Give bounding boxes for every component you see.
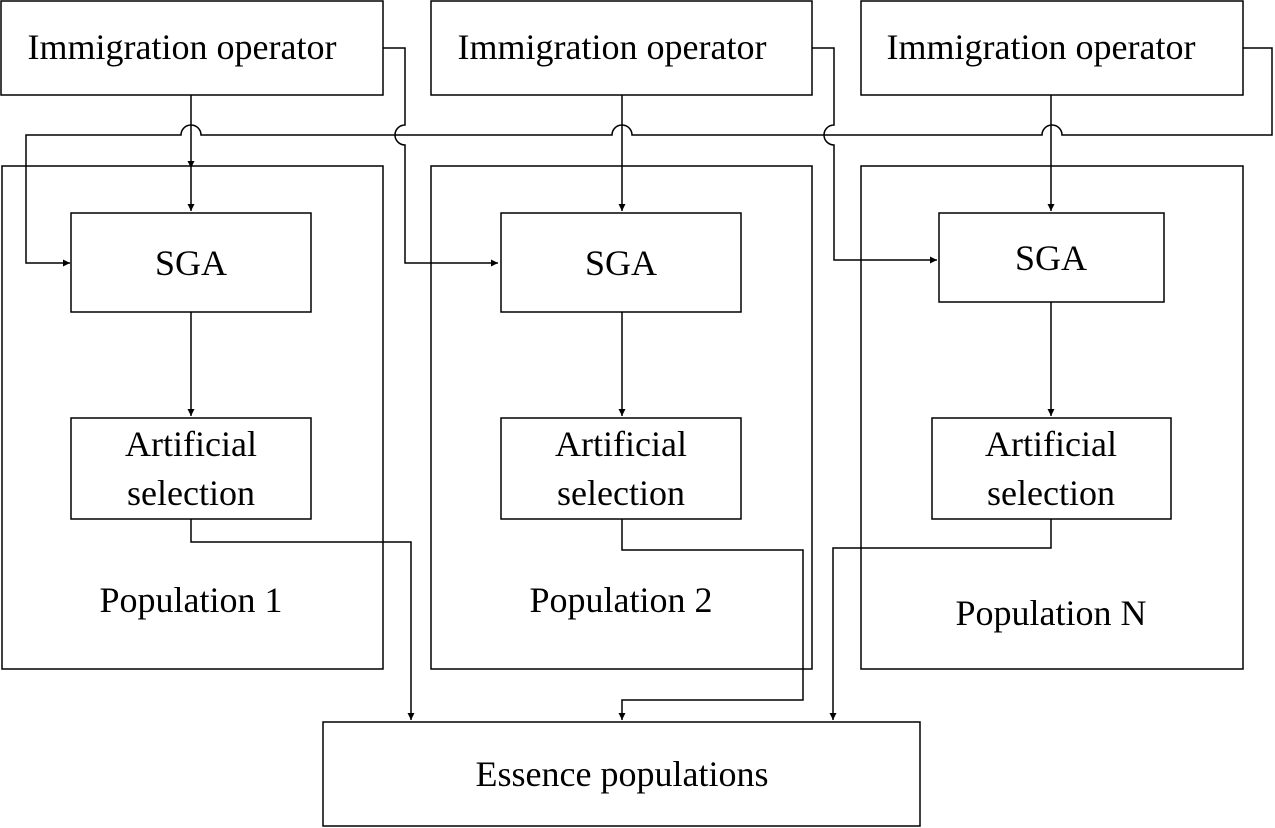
artificial-selection-box-2-line2: selection	[557, 473, 685, 513]
artificial-selection-box-1: Artificial selection	[70, 417, 312, 520]
artificial-selection-box-n-line1: Artificial	[985, 424, 1117, 464]
selection-1-to-essence-arrow	[190, 519, 415, 720]
essence-populations-box: Essence populations	[322, 721, 921, 827]
artificial-selection-box-1-line2: selection	[127, 473, 255, 513]
population-n-label: Population N	[955, 593, 1146, 633]
population-1-label: Population 1	[99, 580, 282, 620]
artificial-selection-box-1-line1: Artificial	[125, 424, 257, 464]
immigration-operator-2: Immigration operator	[430, 0, 813, 96]
population-2-label: Population 2	[529, 580, 712, 620]
population-n-frame	[860, 165, 1244, 670]
selection-2-to-essence-arrow	[618, 519, 804, 720]
sga-box-2: SGA	[500, 212, 742, 313]
selection-n-to-essence-arrow	[829, 519, 1052, 720]
immigration-operator-1-label: Immigration operator	[28, 27, 337, 67]
sga-box-1-label: SGA	[155, 243, 227, 283]
sga-box-2-label: SGA	[585, 243, 657, 283]
artificial-selection-box-2-line1: Artificial	[555, 424, 687, 464]
artificial-selection-box-n: Artificial selection	[931, 417, 1172, 520]
sga-box-1: SGA	[70, 212, 312, 313]
sga-box-n-label: SGA	[1015, 238, 1087, 278]
immigration-operator-1: Immigration operator	[0, 0, 384, 96]
artificial-selection-box-2: Artificial selection	[500, 417, 742, 520]
immigration-operator-n-label: Immigration operator	[887, 27, 1196, 67]
sga-box-n: SGA	[938, 212, 1165, 303]
artificial-selection-box-n-line2: selection	[987, 473, 1115, 513]
essence-populations-label: Essence populations	[476, 754, 769, 794]
immigration-operator-2-label: Immigration operator	[458, 27, 767, 67]
immigration-operator-n: Immigration operator	[860, 0, 1244, 96]
